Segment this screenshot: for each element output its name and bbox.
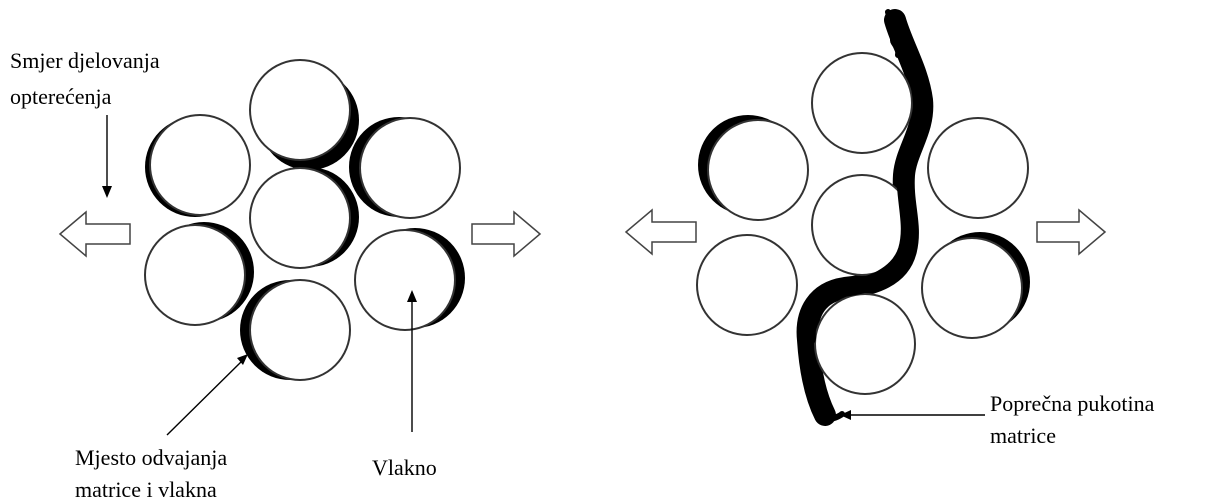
load-arrow-left-icon (58, 210, 131, 258)
fiber (696, 234, 798, 336)
label-debonding-site: Mjesto odvajanja matrice i vlakna (75, 354, 248, 501)
fiber (249, 279, 351, 381)
fiber (149, 114, 251, 216)
fiber (249, 167, 351, 269)
label-line: opterećenja (10, 84, 112, 109)
label-transverse-crack: Poprečna pukotina matrice (840, 391, 1155, 448)
label-line: matrice (990, 423, 1056, 448)
label-line: matrice i vlakna (75, 477, 217, 501)
label-line: Smjer djelovanja (10, 48, 160, 73)
fiber (927, 117, 1029, 219)
fiber (359, 117, 461, 219)
fiber (707, 119, 809, 221)
fiber-circles-left (144, 59, 461, 381)
fiber (249, 59, 351, 161)
fiber (814, 293, 916, 395)
load-arrow-right-icon (1036, 208, 1107, 256)
svg-text:Vlakno: Vlakno (372, 455, 437, 480)
fiber (811, 52, 913, 154)
fiber-circles-right (696, 52, 1029, 395)
left-panel-debonding (58, 59, 542, 381)
fiber (354, 229, 456, 331)
label-line: Mjesto odvajanja (75, 445, 227, 470)
label-line: Poprečna pukotina (990, 391, 1155, 416)
fiber (144, 224, 246, 326)
load-arrow-left-icon (624, 208, 697, 256)
load-arrow-right-icon (471, 210, 542, 258)
fiber (921, 237, 1023, 339)
label-load-direction: Smjer djelovanja opterećenja (10, 48, 160, 198)
right-panel-transverse-crack (624, 9, 1107, 426)
label-fiber: Vlakno (372, 290, 437, 480)
